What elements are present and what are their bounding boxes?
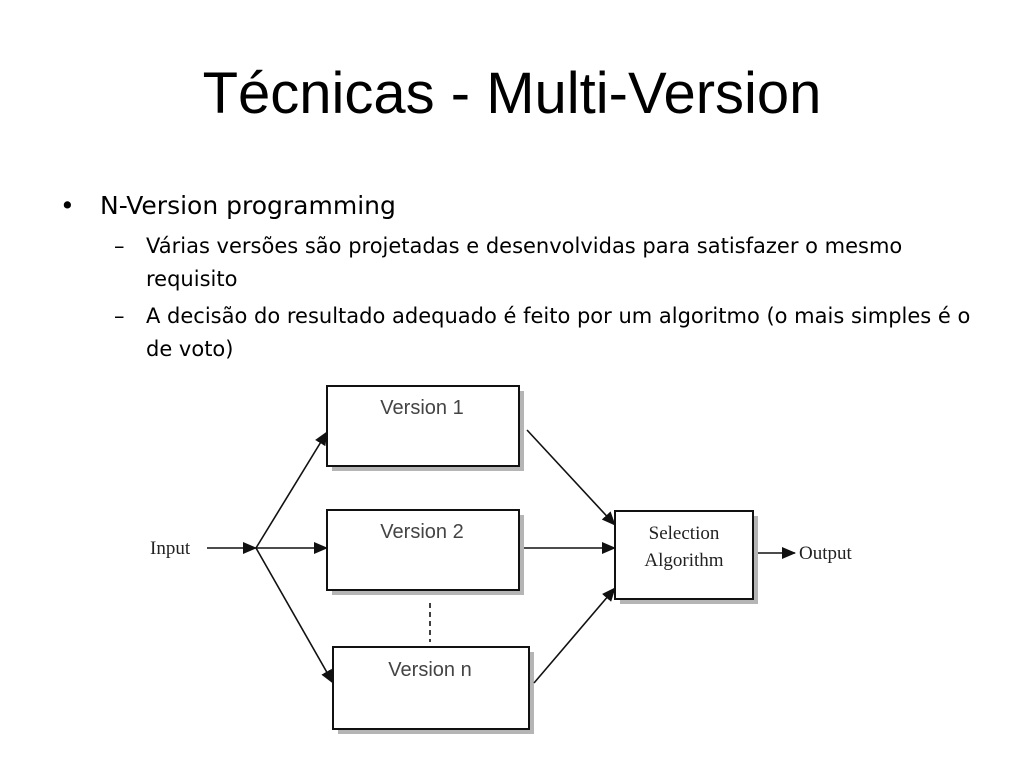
selection-algorithm-box: Selection Algorithm xyxy=(614,510,758,604)
version-1-box: Version 1 xyxy=(326,385,524,471)
version-2-label: Version 2 xyxy=(380,521,463,543)
sub-bullet-marker: – xyxy=(114,234,125,258)
version-n-label: Version n xyxy=(388,659,471,681)
algorithm-label: Algorithm xyxy=(644,550,723,571)
sub-bullet-item: – A decisão do resultado adequado é feit… xyxy=(60,300,980,366)
bullet-text: N-Version programming xyxy=(100,191,396,220)
bullet-marker: • xyxy=(60,191,75,220)
fork-to-version-1-arrow xyxy=(255,431,328,549)
sub-bullet-item: – Várias versões são projetadas e desenv… xyxy=(60,230,980,296)
selection-label: Selection xyxy=(649,523,720,544)
bullet-item: • N-Version programming xyxy=(60,188,980,224)
sub-bullet-marker: – xyxy=(114,304,125,328)
output-label: Output xyxy=(799,543,853,564)
version-1-label: Version 1 xyxy=(380,397,463,419)
sub-bullet-text: A decisão do resultado adequado é feito … xyxy=(146,304,971,361)
slide-body: • N-Version programming – Várias versões… xyxy=(60,188,980,370)
fork-to-version-n-arrow xyxy=(255,547,334,684)
version-n-box: Version n xyxy=(332,646,534,734)
slide-title: Técnicas - Multi-Version xyxy=(202,61,822,126)
input-label: Input xyxy=(150,538,191,559)
sub-bullet-text: Várias versões são projetadas e desenvol… xyxy=(146,234,903,291)
version-2-box: Version 2 xyxy=(326,509,524,595)
version-1-to-selection-arrow xyxy=(526,429,616,526)
version-n-to-selection-arrow xyxy=(533,587,616,684)
